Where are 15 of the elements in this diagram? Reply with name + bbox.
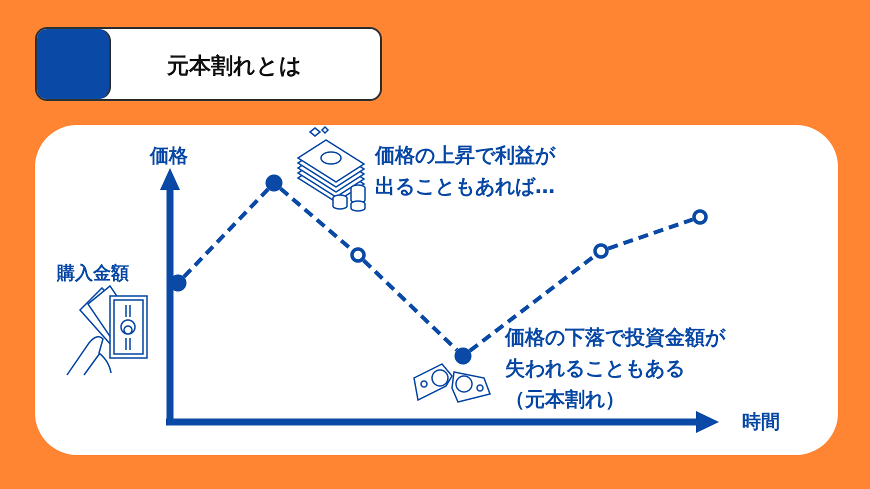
- dashed-price-line: [608, 218, 694, 250]
- data-point-marker: [350, 247, 366, 263]
- data-point-marker: [593, 243, 609, 259]
- data-point-marker: [692, 209, 708, 225]
- dashed-price-line: [182, 188, 270, 278]
- data-point: [266, 174, 282, 192]
- dashed-price-line: [362, 258, 458, 352]
- data-point: [454, 348, 472, 364]
- axis-label: 時間: [742, 410, 780, 435]
- annotation: 購入金額: [57, 262, 129, 285]
- title: 元本割れとは: [167, 53, 302, 81]
- dashed-price-line: [468, 254, 596, 352]
- annotation: 価格の下落で投資金額が失われることもある（元本割れ）: [505, 324, 725, 413]
- axis-label: 価格: [150, 144, 188, 169]
- annotation: 価格の上昇で利益が出ることもあれば…: [375, 142, 555, 200]
